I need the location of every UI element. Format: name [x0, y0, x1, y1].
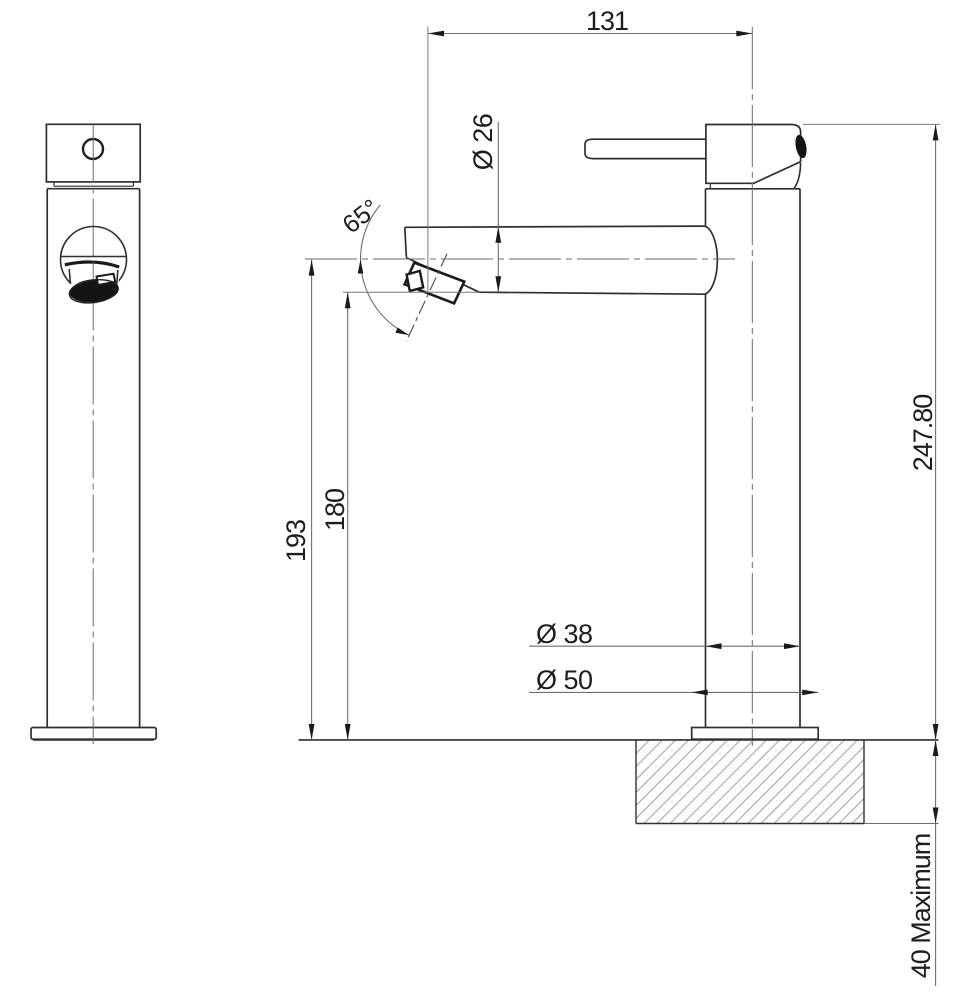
- svg-text:Ø 26: Ø 26: [468, 114, 498, 171]
- svg-text:180: 180: [320, 489, 350, 531]
- svg-text:247.80: 247.80: [908, 395, 938, 472]
- svg-text:131: 131: [586, 6, 628, 36]
- svg-text:Ø 50: Ø 50: [536, 665, 593, 695]
- svg-text:40 Maximum: 40 Maximum: [906, 834, 936, 979]
- svg-text:193: 193: [281, 520, 311, 562]
- svg-text:Ø 38: Ø 38: [536, 619, 593, 649]
